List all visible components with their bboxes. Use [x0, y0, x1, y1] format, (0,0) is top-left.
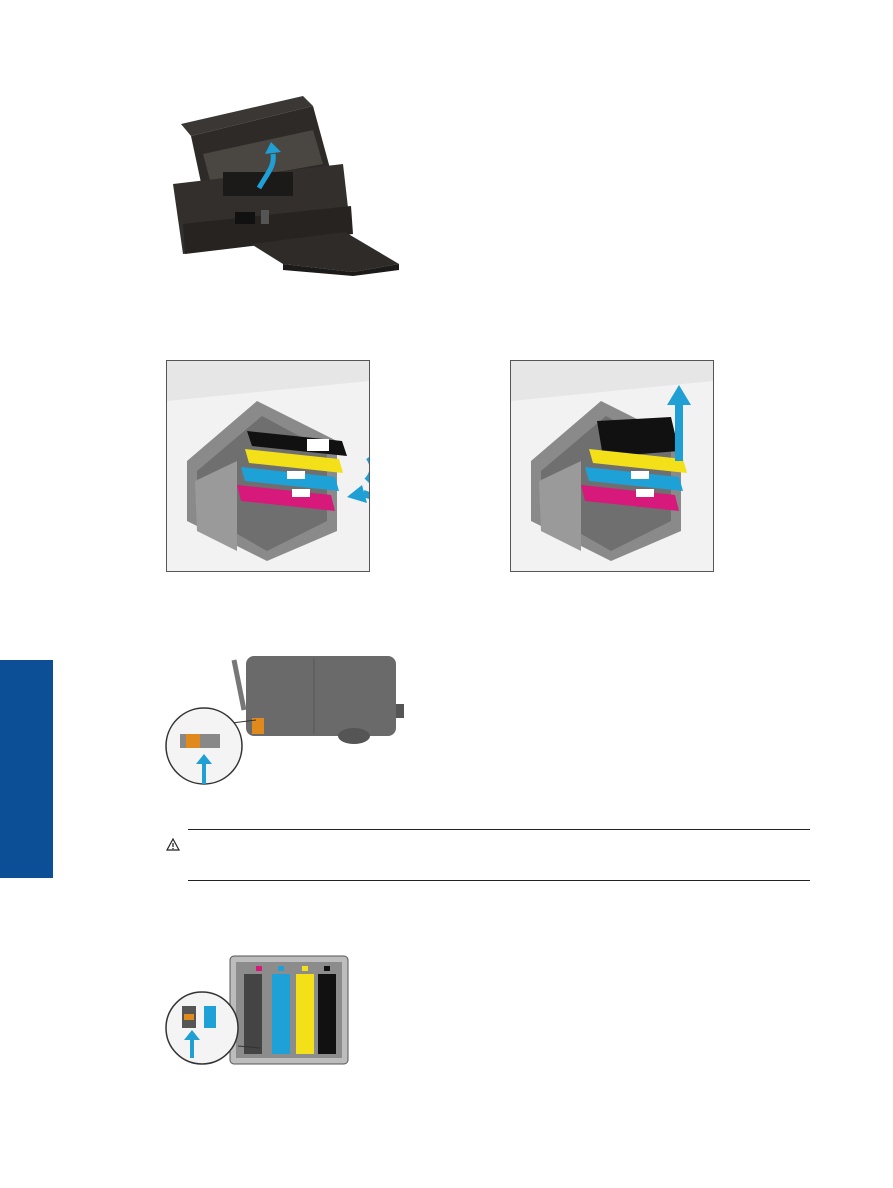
- cartridge-remove-figure: [510, 360, 714, 572]
- cartridge-insert-figure: [166, 360, 370, 572]
- caution-top-rule: [188, 829, 810, 830]
- section-side-tab: [0, 660, 53, 878]
- printer-open-lid-figure: [163, 94, 399, 276]
- warning-icon: [166, 838, 180, 851]
- lift-arrow-icon: [256, 153, 276, 190]
- cartridge-contacts-figure: [164, 650, 404, 790]
- carriage-contacts-figure: [164, 952, 364, 1076]
- caution-bottom-rule: [188, 880, 810, 881]
- up-arrow-icon: [675, 401, 683, 461]
- pointer-arrow-icon: [202, 762, 206, 784]
